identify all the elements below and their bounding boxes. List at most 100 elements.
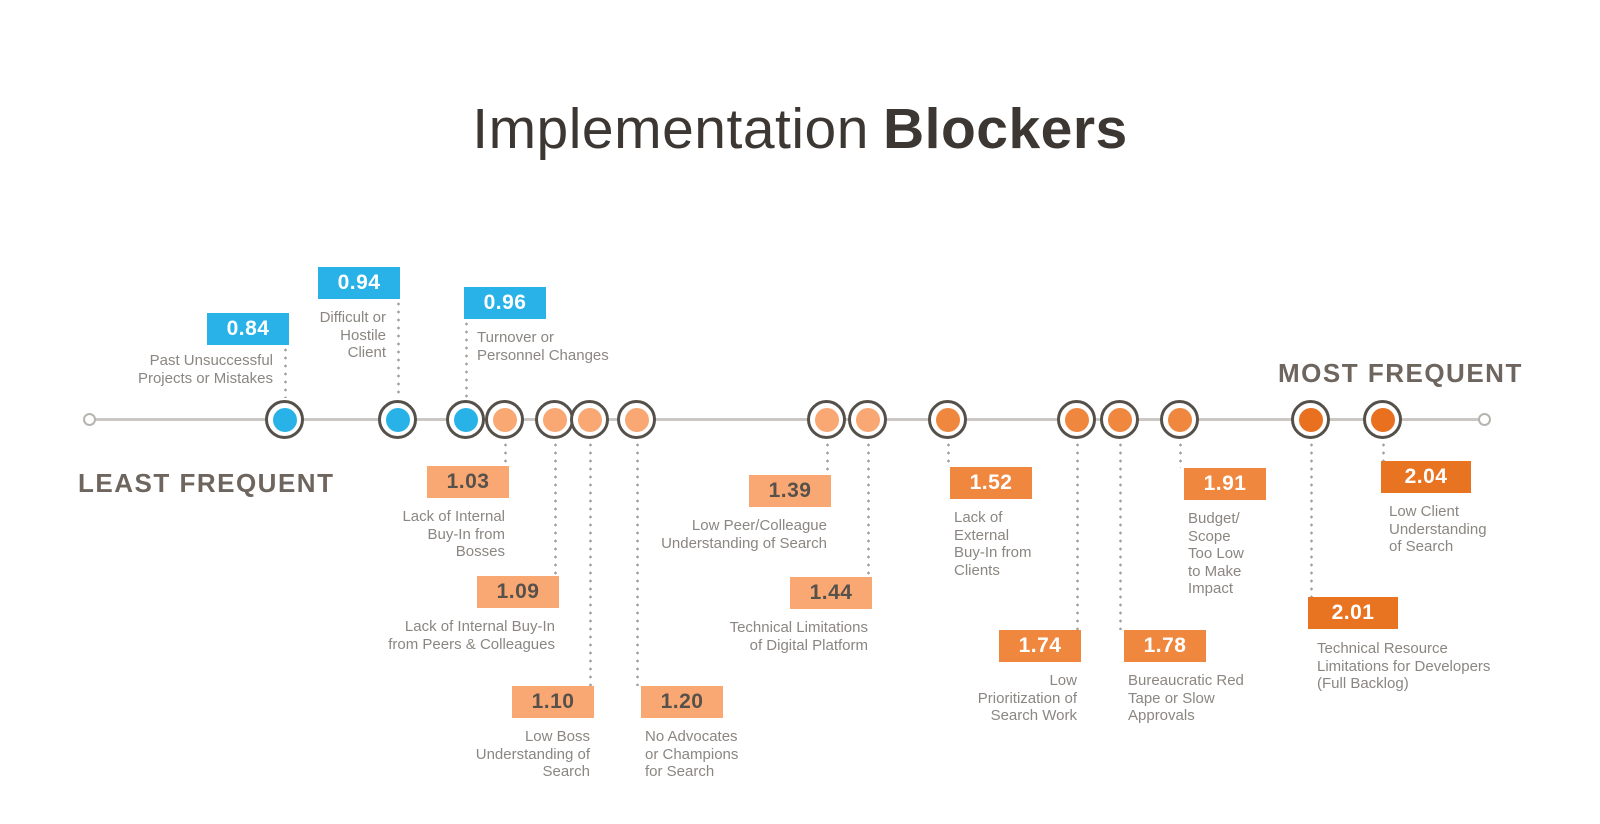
point-label-line: Low Peer/Colleague	[691, 517, 827, 534]
point-label-line: Bureaucratic Red	[1128, 672, 1244, 689]
point-label-line: Lack of	[954, 509, 1003, 526]
data-point-dot	[1064, 407, 1089, 432]
point-label-line: Projects or Mistakes	[137, 369, 273, 387]
connector-dotted-line	[283, 346, 287, 398]
connector-dotted-line	[1381, 441, 1385, 461]
value-badge: 0.94	[318, 267, 400, 299]
point-label-line: of Search	[1389, 538, 1454, 555]
value-badge: 1.03	[427, 466, 509, 498]
data-point-dot	[1370, 407, 1395, 432]
point-label-line: Prioritization of	[977, 689, 1077, 707]
point-label-line: Understanding of	[475, 745, 590, 763]
point-label-line: for Search	[645, 763, 715, 780]
data-point-marker	[928, 400, 967, 439]
data-point-marker	[570, 400, 609, 439]
value-badge: 1.52	[950, 467, 1032, 499]
value-badge: 0.96	[464, 287, 546, 319]
point-label-line: Search	[542, 763, 590, 780]
point-label-line: Personnel Changes	[477, 346, 609, 364]
point-label-line: Budget/	[1188, 510, 1240, 527]
most-frequent-label: MOST FREQUENT	[1278, 358, 1523, 388]
data-point-marker	[485, 400, 524, 439]
data-point-dot	[855, 407, 880, 432]
point-label-line: Understanding	[1389, 520, 1487, 538]
connector-dotted-line	[588, 441, 592, 686]
point-label-line: Buy-In from	[954, 544, 1032, 561]
point-label-line: Understanding of Search	[661, 534, 827, 552]
data-point-dot	[272, 407, 297, 432]
point-label-line: Difficult or	[319, 309, 386, 326]
data-point-dot	[492, 407, 517, 432]
page-title-bold: Blockers	[882, 97, 1128, 161]
data-point-dot	[577, 407, 602, 432]
data-point-dot	[1167, 407, 1192, 432]
point-label-line: Scope	[1188, 527, 1231, 545]
point-label-line: Hostile	[340, 326, 386, 344]
point-label-line: Buy-In from	[427, 525, 505, 543]
point-label-line: Low Boss	[524, 728, 590, 745]
value-badge: 1.10	[512, 686, 594, 718]
connector-dotted-line	[866, 441, 870, 577]
data-point-dot	[624, 407, 649, 432]
data-point-dot	[814, 407, 839, 432]
point-label-line: Low Client	[1389, 503, 1460, 520]
value-badge: 1.20	[641, 686, 723, 718]
value-badge: 1.44	[790, 577, 872, 609]
point-label-line: Approvals	[1128, 707, 1195, 724]
connector-dotted-line	[396, 300, 400, 398]
point-label-line: Technical Limitations	[729, 619, 868, 636]
point-label-line: from Peers & Colleagues	[388, 635, 555, 653]
point-label-line: Too Low	[1188, 545, 1244, 562]
point-label-line: Tape or Slow	[1128, 689, 1215, 707]
data-point-dot	[453, 407, 478, 432]
point-label-line: Search Work	[990, 707, 1077, 724]
point-label-line: Past Unsuccessful	[149, 352, 273, 369]
point-label-line: No Advocates	[645, 728, 738, 745]
point-label-line: Impact	[1188, 580, 1234, 597]
value-badge: 1.91	[1184, 468, 1266, 500]
point-label-line: Client	[347, 344, 386, 361]
value-badge: 2.01	[1308, 597, 1398, 629]
connector-dotted-line	[1309, 441, 1313, 597]
timeline-axis	[90, 418, 1485, 421]
data-point-marker	[378, 400, 417, 439]
timeline-start-cap	[83, 413, 96, 426]
point-label-line: Low	[1049, 672, 1077, 689]
data-point-marker	[1160, 400, 1199, 439]
value-badge: 1.09	[477, 576, 559, 608]
data-point-marker	[1291, 400, 1330, 439]
value-badge: 1.78	[1124, 630, 1206, 662]
data-point-marker	[1100, 400, 1139, 439]
connector-dotted-line	[635, 441, 639, 686]
connector-dotted-line	[825, 441, 829, 475]
point-label-line: Clients	[954, 561, 1000, 579]
point-label-line: External	[954, 526, 1010, 544]
data-point-marker	[446, 400, 485, 439]
connector-dotted-line	[503, 441, 507, 466]
data-point-marker	[807, 400, 846, 439]
point-label-line: to Make	[1188, 562, 1242, 580]
point-label-line: Technical Resource	[1317, 640, 1448, 657]
point-label-line: Limitations for Developers	[1317, 657, 1491, 675]
data-point-dot	[935, 407, 960, 432]
point-label-line: Lack of Internal	[402, 508, 505, 525]
data-point-marker	[535, 400, 574, 439]
connector-dotted-line	[553, 441, 557, 576]
connector-dotted-line	[1178, 441, 1182, 468]
data-point-marker	[848, 400, 887, 439]
page-title-regular: Implementation	[472, 97, 869, 161]
timeline-end-cap	[1478, 413, 1491, 426]
